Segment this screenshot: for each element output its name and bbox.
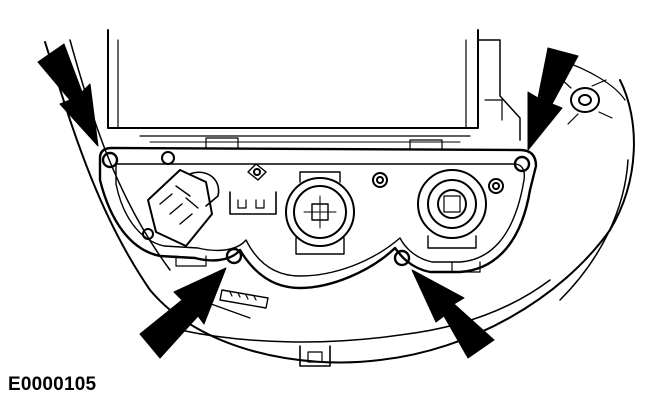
heater-control-bezel [98, 137, 538, 290]
arrow-icon [139, 267, 227, 359]
arrow-icon [37, 43, 99, 147]
upper-housing [107, 29, 521, 143]
figure-reference-code: E0000105 [8, 374, 97, 395]
arrow-icon [527, 47, 579, 151]
temperature-rotary-control [285, 171, 388, 255]
switch-connector [142, 151, 220, 247]
upper-left-screw [101, 151, 119, 169]
blower-switch [229, 163, 277, 215]
arrow-icon [411, 269, 495, 359]
callout-arrows [37, 43, 579, 359]
upper-right-screw [513, 155, 531, 173]
retaining-screws [101, 151, 531, 267]
lower-right-screw [393, 249, 411, 267]
wiring-connector [219, 289, 269, 309]
lower-retaining-clip [299, 345, 331, 367]
air-distribution-rotary-control [417, 169, 504, 249]
lower-left-screw [225, 247, 243, 265]
dashboard-shell [44, 39, 635, 364]
